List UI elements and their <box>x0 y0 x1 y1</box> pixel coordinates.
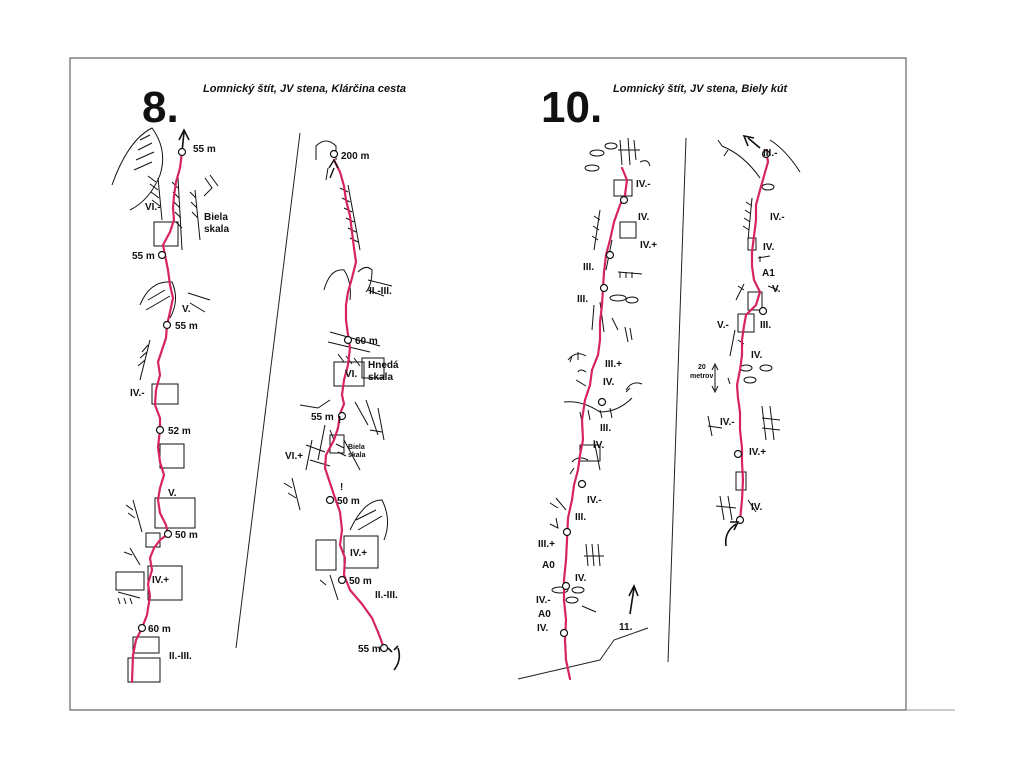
topo-8-right-stances <box>325 149 389 653</box>
topo-10-divider <box>667 137 687 663</box>
feature-label: Biela <box>204 212 228 223</box>
grade: IV.- <box>587 495 602 506</box>
pitch-length: 55 m <box>132 251 155 262</box>
pitch-length: 50 m <box>175 530 198 541</box>
topo-10-right-approach-arrow <box>724 521 740 547</box>
grade: IV. <box>593 440 605 451</box>
pitch-length: 50 m <box>337 496 360 507</box>
pitch-length: 55 m <box>193 144 216 155</box>
feature-label: Biela <box>348 444 365 451</box>
grade: IV. <box>638 212 650 223</box>
grade: IV.+ <box>152 575 169 586</box>
topo-8-right-approach-arrow <box>387 645 401 671</box>
topo-8-right-labels: 200 m 60 m 55 m 50 m 50 m 55 m II.-III. … <box>285 151 399 655</box>
crux-mark: ! <box>340 482 343 493</box>
topo-8-divider <box>235 132 301 649</box>
grade: III.+ <box>538 539 555 550</box>
neighbour-route-label: 11. <box>619 622 633 633</box>
topo-10-neighbour-arrow <box>628 584 639 615</box>
pitch-length: 55 m <box>175 321 198 332</box>
pitch-length: 60 m <box>355 336 378 347</box>
topo-10-ground <box>517 659 601 680</box>
pitch-length: 55 m <box>358 644 381 655</box>
grade: III.- <box>763 148 777 159</box>
topo-8-number: 8. <box>142 83 179 132</box>
topo-10-right-exit-arrow <box>742 134 761 149</box>
grade: IV.- <box>536 595 551 606</box>
grade: IV.- <box>636 179 651 190</box>
pitch-length: 60 m <box>148 624 171 635</box>
topo-10-left-labels: IV.- IV. IV.+ III. III. III.+ IV. III. I… <box>536 179 657 634</box>
topo-8-left-labels: 55 m 55 m 55 m 52 m 50 m 60 m VI.- V. IV… <box>130 144 229 662</box>
topo-8-title: Lomnický štít, JV stena, Klárčina cesta <box>203 83 406 95</box>
topo-10-right-stances <box>733 149 771 525</box>
pitch-length: 52 m <box>168 426 191 437</box>
grade: III. <box>760 320 771 331</box>
topo-8-right-route <box>323 158 386 650</box>
grade: IV.+ <box>749 447 766 458</box>
grade: III. <box>577 294 588 305</box>
grade: III. <box>600 423 611 434</box>
sheet-frame <box>69 57 907 711</box>
topo-8: 8. Lomnický štít, JV stena, Klárčina ces… <box>111 83 406 684</box>
grade: VI.+ <box>285 451 303 462</box>
topo-8-left-stances <box>137 147 187 633</box>
topo-8-left-rock <box>111 127 219 683</box>
grade: II.-III. <box>375 590 398 601</box>
topo-10: 10. Lomnický štít, JV stena, Biely kút <box>517 83 801 681</box>
topo-10-scale-bar <box>711 362 719 394</box>
grade: III.+ <box>605 359 622 370</box>
grade: A0 <box>542 560 555 571</box>
pitch-length: 200 m <box>341 151 369 162</box>
feature-label: skala <box>368 372 393 383</box>
grade: A1 <box>762 268 775 279</box>
topo-10-number: 10. <box>541 83 602 132</box>
topo-10-left-route <box>562 166 629 681</box>
topo-10-left-rock <box>549 137 651 613</box>
topo-10-right-labels: III.- IV.- IV. A1 V. V.- III. IV. IV.- I… <box>690 148 785 513</box>
grade: IV. <box>603 377 615 388</box>
grade: V. <box>182 304 191 315</box>
topo-10-title: Lomnický štít, JV stena, Biely kút <box>613 83 789 95</box>
grade: V. <box>772 284 781 295</box>
grade: IV. <box>537 623 549 634</box>
grade: VI. <box>345 369 357 380</box>
grade: IV.- <box>720 417 735 428</box>
grade: IV.- <box>770 212 785 223</box>
grade: VI.- <box>145 202 161 213</box>
grade: IV. <box>763 242 775 253</box>
grade: V.- <box>717 320 729 331</box>
topo-10-ground-slope <box>599 627 649 661</box>
pitch-length: 50 m <box>349 576 372 587</box>
feature-label: skala <box>204 224 229 235</box>
grade: IV. <box>575 573 587 584</box>
scale-unit: metrov <box>690 373 713 380</box>
topo-10-left-stances <box>559 195 629 638</box>
grade: IV. <box>751 502 763 513</box>
grade: III. <box>575 512 586 523</box>
feature-label: Hnedá <box>368 360 399 371</box>
grade: III. <box>583 262 594 273</box>
grade: IV.+ <box>640 240 657 251</box>
topo-10-right-route <box>735 148 770 522</box>
crux-mark: ! <box>338 415 341 426</box>
grade: IV.- <box>130 388 145 399</box>
feature-label: skala <box>348 452 366 459</box>
pitch-length: 55 m <box>311 412 334 423</box>
topo-8-right-exit-arrow <box>328 158 339 179</box>
scale-value: 20 <box>698 364 706 371</box>
topo-8-left-route <box>130 150 184 684</box>
grade: IV. <box>751 350 763 361</box>
grade: IV.+ <box>350 548 367 559</box>
grade: II.-III. <box>369 286 392 297</box>
grade: II.-III. <box>169 651 192 662</box>
grade: A0 <box>538 609 551 620</box>
grade: V. <box>168 488 177 499</box>
